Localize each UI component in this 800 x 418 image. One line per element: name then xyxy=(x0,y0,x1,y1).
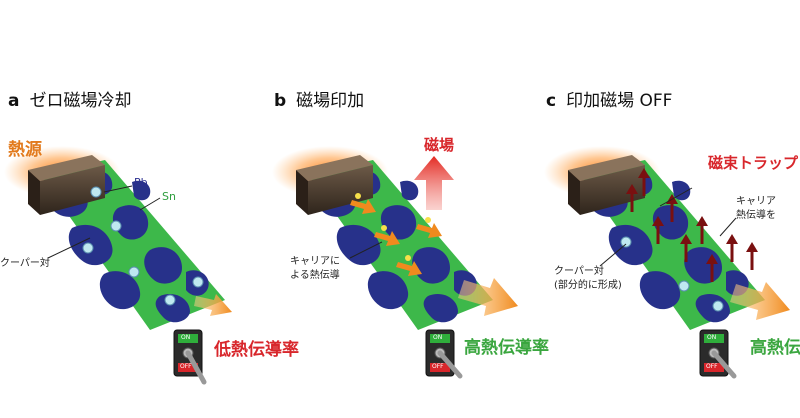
cooper-pointer xyxy=(599,243,627,267)
result-label: 高熱伝 xyxy=(750,338,800,358)
panel-c-heading: c 印加磁場 OFF xyxy=(546,86,672,111)
cooper-label-line2: (部分的に形成) xyxy=(554,280,622,291)
cooper-label-line1: クーパー対 xyxy=(554,266,604,277)
carrier-pointer xyxy=(719,217,737,237)
switch-off-label: OFF xyxy=(706,363,718,370)
sn-label: Sn xyxy=(162,190,176,203)
panel-b: b 磁場印加 磁場 キャリアに よる熱伝導 ON OFF 高熱伝導率 xyxy=(268,0,549,418)
panel-c-title: 印加磁場 OFF xyxy=(566,91,673,111)
cooper-pair-markers xyxy=(82,186,204,306)
switch-off-label: OFF xyxy=(432,363,444,370)
panel-b-diagram xyxy=(272,146,518,379)
panel-a-letter: a xyxy=(8,91,20,111)
carrier-arrows xyxy=(350,199,442,276)
pb-label: Pb xyxy=(134,176,148,189)
result-label: 低熱伝導率 xyxy=(214,340,299,360)
panel-c-letter: c xyxy=(546,91,557,111)
carrier-label-line1: キャリア xyxy=(736,196,776,207)
flux-pointer xyxy=(659,187,693,207)
magnetic-field-arrow xyxy=(414,156,454,210)
switch-off-label: OFF xyxy=(180,363,192,370)
switch-on-label: ON xyxy=(707,334,717,341)
field-label: 磁場 xyxy=(424,136,455,154)
switch-icon[interactable] xyxy=(425,329,463,379)
cooper-pair-markers xyxy=(620,236,724,312)
carrier-label-line1: キャリアに xyxy=(290,256,340,267)
panel-b-heading: b 磁場印加 xyxy=(274,86,364,111)
carrier-dots xyxy=(355,193,431,261)
switch-icon[interactable] xyxy=(699,329,737,379)
heat-flow-arrow xyxy=(730,282,790,320)
carrier-label-line2: よる熱伝導 xyxy=(290,270,340,281)
carrier-label-line2: 熱伝導を xyxy=(736,210,776,221)
switch-on-label: ON xyxy=(181,334,191,341)
switch-on-label: ON xyxy=(433,334,443,341)
cooper-pair-label: クーパー対 xyxy=(0,258,50,269)
switch-icon[interactable] xyxy=(173,329,207,385)
panel-a-diagram xyxy=(4,146,232,385)
heat-flow-arrow xyxy=(194,294,232,316)
result-label: 高熱伝導率 xyxy=(464,338,549,358)
heat-source-label: 熱源 xyxy=(8,140,42,160)
panel-a-heading: a ゼロ磁場冷却 xyxy=(8,86,131,111)
heat-flow-arrow xyxy=(458,278,518,316)
cooper-pointer xyxy=(47,237,91,259)
panel-c-diagram xyxy=(544,146,790,379)
pb-pointer xyxy=(103,185,133,193)
carrier-pointer xyxy=(349,241,383,259)
panel-a-title: ゼロ磁場冷却 xyxy=(29,91,132,111)
panel-b-letter: b xyxy=(274,91,287,111)
flux-trap-label: 磁束トラップ xyxy=(708,154,799,172)
sn-pointer xyxy=(139,197,161,211)
panel-b-title: 磁場印加 xyxy=(296,91,365,111)
panel-a: a ゼロ磁場冷却 熱源 Pb Sn クーパー対 ON OFF 低熱伝導率 xyxy=(0,0,299,418)
